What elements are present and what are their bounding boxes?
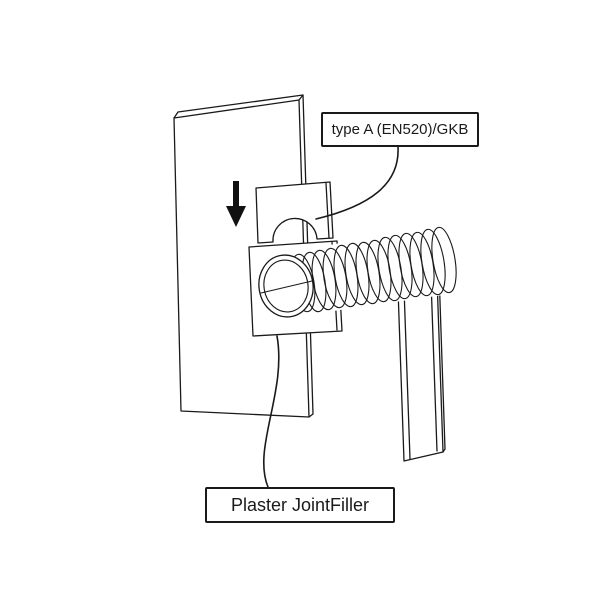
label-box-board-type: type A (EN520)/GKB <box>321 112 479 147</box>
second-panel-layer-line-left <box>403 287 411 460</box>
second-panel-right-edge <box>438 271 446 453</box>
duct-mouth-outer <box>258 254 314 318</box>
joint-filler-label: Plaster JointFiller <box>230 494 370 515</box>
leader-line-joint-filler <box>263 335 280 488</box>
panel-top-edge <box>173 94 304 119</box>
duct-rib <box>322 247 348 309</box>
arch-piece-outline <box>255 181 334 244</box>
second-panel-layer-line-right <box>430 279 438 452</box>
duct-rib <box>398 232 424 298</box>
leader-line-board-type <box>315 146 399 220</box>
duct-mouth-chord <box>260 280 313 294</box>
flexible-duct <box>258 226 457 318</box>
board-type-label: type A (EN520)/GKB <box>331 121 469 138</box>
arch-piece-edge-line <box>325 182 330 239</box>
arrow-down-icon <box>226 181 246 227</box>
main-plasterboard-panel <box>173 94 314 418</box>
duct-rib <box>387 234 413 300</box>
label-box-joint-filler: Plaster JointFiller <box>205 487 395 523</box>
arch-patch-piece <box>255 181 334 244</box>
